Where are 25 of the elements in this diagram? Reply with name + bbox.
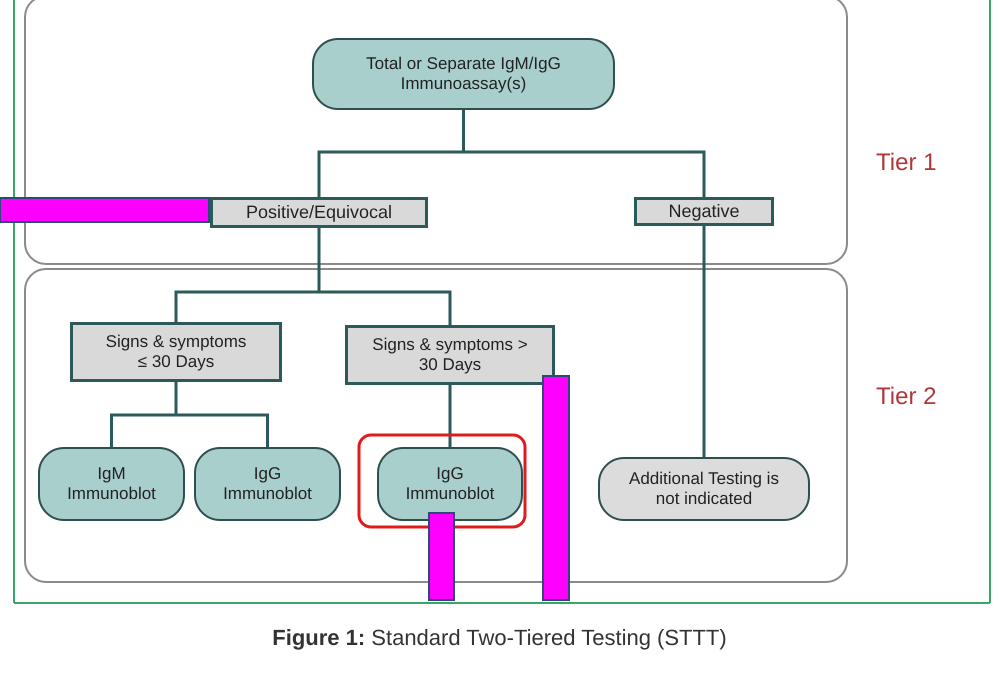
node-text: IgM Immunoblot (66, 464, 157, 504)
decision-box (210, 197, 428, 228)
decision-box (345, 325, 555, 385)
tier-label: Tier 1 (876, 149, 936, 178)
node-text: Additional Testing is not indicated (628, 468, 780, 510)
node-text: Signs & symptoms > 30 Days (371, 334, 529, 376)
process-box (194, 447, 341, 521)
connector-line (174, 382, 269, 447)
tier-label: Tier 2 (876, 383, 936, 412)
process-box (312, 38, 615, 110)
node-text: Total or Separate IgM/IgG Immunoassay(s) (365, 54, 562, 94)
decision-box (70, 322, 282, 382)
node-text: IgG Immunoblot (404, 464, 496, 504)
process-box (377, 447, 523, 521)
node-text: Negative (668, 200, 740, 222)
process-box (38, 447, 185, 521)
node-text: IgG Immunoblot (222, 464, 313, 504)
decision-box (634, 197, 774, 226)
figure-caption: Figure 1: Standard Two-Tiered Testing (STTT) (271, 625, 728, 651)
connector-line (702, 226, 706, 457)
result-box (598, 457, 810, 521)
connector-line (462, 110, 706, 197)
node-text: Signs & symptoms ≤ 30 Days (104, 332, 248, 372)
node-text: Positive/Equivocal (246, 202, 392, 224)
connector-line (448, 385, 452, 447)
